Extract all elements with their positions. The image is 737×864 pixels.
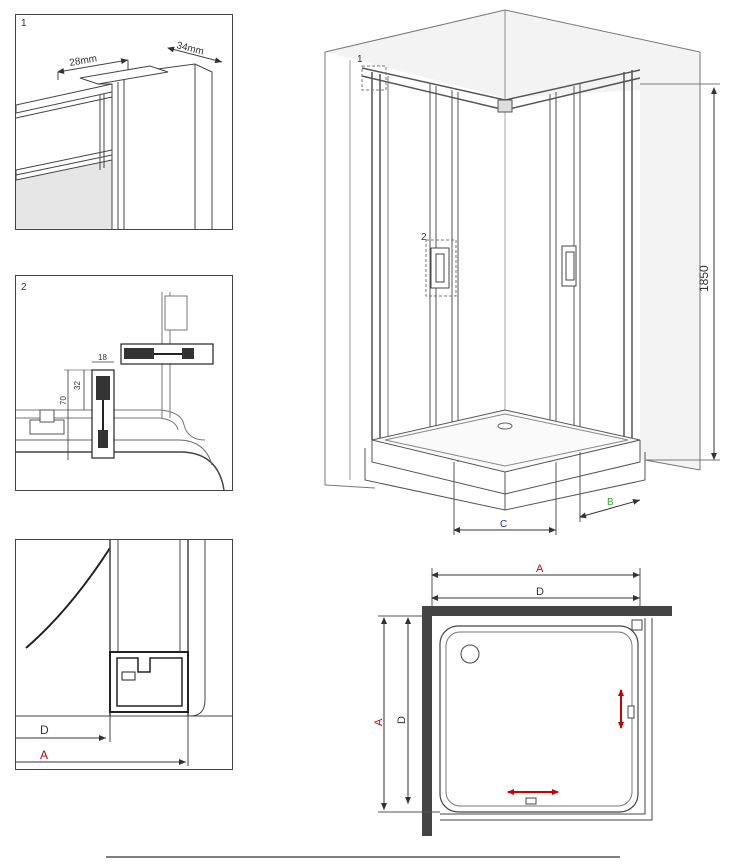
height-label: 1850 (697, 265, 711, 292)
detail-2-number: 2 (21, 282, 27, 293)
plan-dim-d-side: D (396, 716, 408, 724)
detail-2-dim-32: 32 (73, 381, 82, 390)
plan-dim-a-top: A (536, 563, 544, 575)
detail-panel-2: 2 18 32 70 (15, 275, 233, 491)
detail-2-dim-18: 18 (98, 353, 107, 362)
detail-panel-1: 1 28mm 34mm (15, 14, 233, 230)
plan-dim-a-side: A (373, 718, 385, 726)
dim-b-label: B (607, 497, 614, 508)
plan-dim-d-top: D (536, 586, 544, 598)
dim-c-label: C (500, 519, 507, 530)
detail-3-label-a: A (40, 748, 48, 762)
detail-1-dim-top: 28mm (69, 53, 98, 69)
detail-3-label-d: D (40, 723, 49, 737)
callout-2: 2 (421, 232, 427, 243)
plan-view: A D A D (373, 563, 672, 836)
detail-2-dim-70: 70 (59, 396, 68, 405)
detail-1-number: 1 (21, 18, 27, 29)
callout-1: 1 (357, 54, 363, 65)
detail-panel-3: D A (15, 539, 233, 770)
main-shower-view: 1850 C B 1 2 (324, 9, 720, 535)
